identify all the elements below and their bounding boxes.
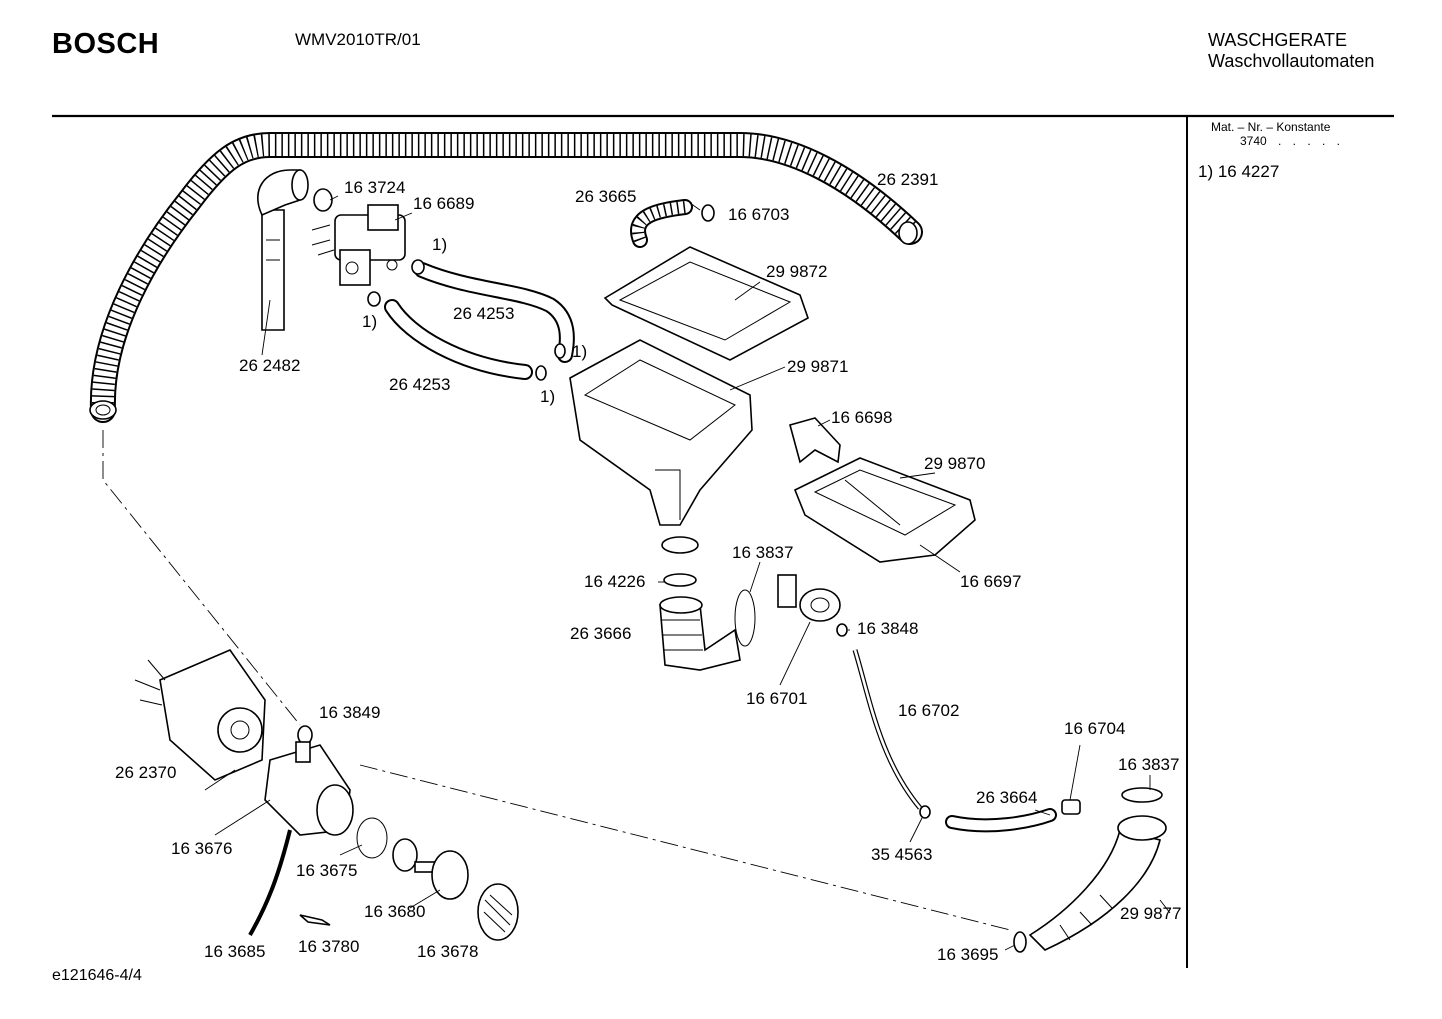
label-299872: 29 9872 [766, 262, 827, 281]
siphon-cap [789, 417, 841, 464]
label-166703: 16 6703 [728, 205, 789, 224]
footnote-mark-valve-right: 1) [432, 235, 447, 254]
label-299870: 29 9870 [924, 454, 985, 473]
label-166689: 16 6689 [413, 194, 474, 213]
footnote-mark-valve-left: 1) [362, 312, 377, 331]
label-263666: 26 3666 [570, 624, 631, 643]
flow-line-pump-outlet [359, 764, 1011, 931]
label-163849: 16 3849 [319, 703, 380, 722]
clamp-4226 [663, 573, 697, 587]
drawing-code: e121646-4/4 [52, 967, 142, 984]
footnote-markers: 1) 1) 1) 1) [362, 235, 587, 406]
pump-housing [264, 741, 354, 836]
label-163837-upper: 16 3837 [732, 543, 793, 562]
dispenser-cover [603, 246, 809, 361]
label-163780: 16 3780 [298, 937, 359, 956]
gasket-ring-upper [734, 589, 756, 647]
clamp-a [411, 259, 425, 275]
label-264253-upper: 26 4253 [453, 304, 514, 323]
category-title: WASCHGERATE [1208, 30, 1348, 50]
bellows-hose [659, 596, 741, 671]
label-166698: 16 6698 [831, 408, 892, 427]
clamp-3695 [1013, 931, 1027, 953]
clamp-6703 [701, 204, 715, 222]
drain-hose [89, 132, 923, 423]
label-166704: 16 6704 [1064, 719, 1125, 738]
label-166697: 16 6697 [960, 572, 1021, 591]
seal-ring [356, 817, 388, 859]
material-number-heading: Mat. – Nr. – Konstante [1211, 120, 1331, 134]
hose-clamp [313, 188, 333, 212]
wire [248, 829, 292, 936]
category-subtitle: Waschvollautomaten [1208, 51, 1375, 71]
label-263664: 26 3664 [976, 788, 1037, 807]
label-163848: 16 3848 [857, 619, 918, 638]
clamp-3837-lower [1121, 787, 1163, 803]
material-number-value: 3740 [1240, 134, 1267, 148]
clamp-d [535, 365, 547, 381]
small-clip [299, 914, 331, 926]
label-263665: 26 3665 [575, 187, 636, 206]
label-163685: 16 3685 [204, 942, 265, 961]
label-166702: 16 6702 [898, 701, 959, 720]
footnote-mark-hose-upper: 1) [572, 342, 587, 361]
drain-pump-motor [134, 649, 266, 781]
pressure-tube [852, 649, 922, 810]
flow-line-hose-pump [102, 430, 301, 726]
label-354563: 35 4563 [871, 845, 932, 864]
label-163680: 16 3680 [364, 902, 425, 921]
inlet-valve [311, 204, 406, 286]
outlet-bellows-hose [1028, 815, 1167, 951]
label-262482: 26 2482 [239, 356, 300, 375]
filter-cover [477, 883, 519, 941]
connector-6704 [1061, 799, 1081, 815]
label-264253-lower: 26 4253 [389, 375, 450, 394]
label-163837-lower: 16 3837 [1118, 755, 1179, 774]
label-163675: 16 3675 [296, 861, 357, 880]
label-163695: 16 3695 [937, 945, 998, 964]
footnote-mark-hose-lower: 1) [540, 387, 555, 406]
label-262391: 26 2391 [877, 170, 938, 189]
clip-4563 [919, 805, 931, 819]
brand-logo: BOSCH [52, 28, 160, 60]
clamp-3848 [836, 623, 848, 637]
pressure-switch [777, 574, 841, 622]
label-299877: 29 9877 [1120, 904, 1181, 923]
label-163678: 16 3678 [417, 942, 478, 961]
label-163676: 16 3676 [171, 839, 232, 858]
part-labels: 16 3724 16 6689 26 3665 16 6703 26 2391 … [115, 170, 1181, 964]
material-number-dots: . . . . . [1278, 134, 1345, 148]
bellows-ring [661, 536, 699, 554]
hose-elbow-connector [257, 169, 309, 331]
label-163724: 16 3724 [344, 178, 405, 197]
dispenser-housing [569, 339, 753, 526]
label-164226: 16 4226 [584, 572, 645, 591]
label-262370: 26 2370 [115, 763, 176, 782]
label-299871: 29 9871 [787, 357, 848, 376]
label-166701: 16 6701 [746, 689, 807, 708]
leader-lines [204, 195, 1171, 951]
pump-filter [392, 838, 469, 900]
clamp-c [554, 343, 566, 359]
footnote-part: 1) 16 4227 [1198, 162, 1280, 181]
clamp-b [367, 291, 381, 307]
detergent-drawer [793, 457, 976, 563]
model-number: WMV2010TR/01 [295, 30, 421, 49]
